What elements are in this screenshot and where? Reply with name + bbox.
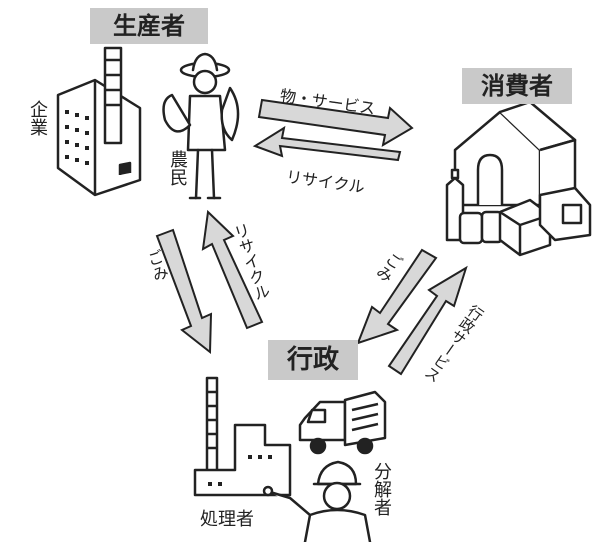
goods-icon	[445, 168, 592, 257]
farmer-label: 農民	[167, 150, 188, 186]
incinerator-icon	[193, 376, 292, 497]
arrow-recycle-from-government	[201, 209, 264, 330]
decomposer-label: 分解者	[371, 462, 392, 516]
consumer-title: 消費者	[462, 68, 572, 104]
company-label: 企業	[27, 100, 48, 136]
garbage-truck-icon	[298, 390, 387, 455]
house-icon	[453, 100, 577, 207]
worker-icon	[262, 460, 372, 542]
farmer-icon	[162, 52, 240, 200]
producer-title: 生産者	[90, 8, 208, 44]
arrow-goods-services	[257, 98, 414, 147]
government-title: 行政	[268, 340, 358, 380]
arrow-recycle-to-producer	[252, 125, 402, 162]
factory-icon	[56, 46, 142, 197]
processor-label: 処理者	[200, 509, 254, 530]
arrow-waste-to-government	[155, 228, 213, 355]
arrow-waste-from-consumer	[356, 248, 438, 345]
arrow-admin-services	[387, 265, 468, 376]
